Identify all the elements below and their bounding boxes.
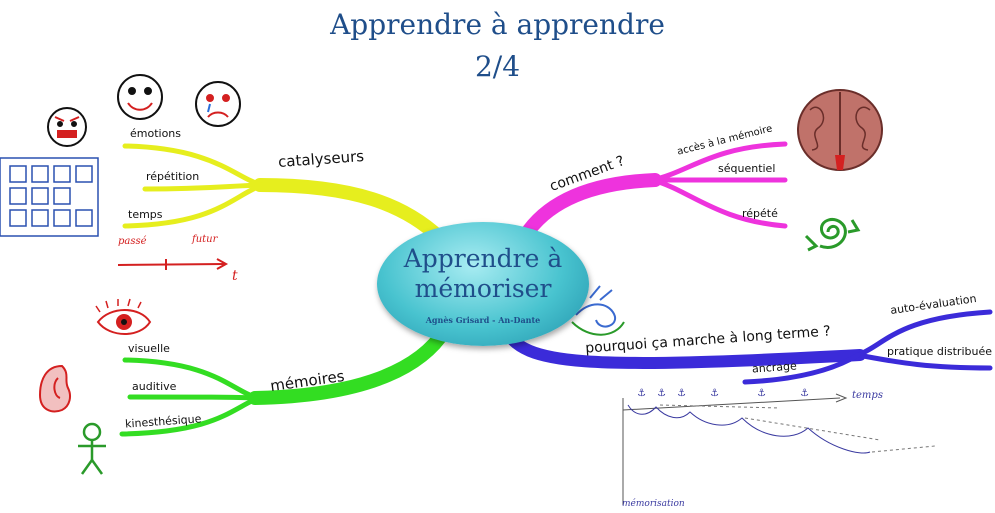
branch-comment-leaf-repete bbox=[649, 177, 788, 229]
leaf-pratique-distribuee[interactable]: pratique distribuée bbox=[887, 345, 992, 358]
center-node-author: Agnès Grisard - An-Dante bbox=[425, 315, 541, 325]
leaf-repete[interactable]: répété bbox=[742, 207, 778, 220]
branch-memoires-leaf-auditive bbox=[127, 394, 261, 401]
center-node[interactable]: Apprendre à mémoriser Agnès Grisard - An… bbox=[377, 222, 589, 346]
center-title-line1: Apprendre à bbox=[403, 244, 563, 273]
page-title: Apprendre à apprendre bbox=[330, 8, 665, 41]
page-subtitle: 2/4 bbox=[474, 50, 521, 83]
leaf-temps[interactable]: temps bbox=[128, 208, 163, 221]
svg-text:⚓: ⚓ bbox=[657, 388, 666, 399]
leaf-emotions[interactable]: émotions bbox=[130, 127, 182, 140]
svg-text:⚓: ⚓ bbox=[757, 388, 766, 399]
branch-catalyseurs-leaf-repetition bbox=[142, 182, 265, 192]
ear-icon bbox=[38, 364, 71, 413]
calendar-icon bbox=[0, 157, 99, 237]
branch-memoires-trunk bbox=[248, 323, 452, 405]
branch-comment-leaf-acces bbox=[649, 141, 788, 183]
center-node-title: Apprendre à mémoriser bbox=[377, 244, 589, 304]
branch-memoires-leaf-kinesthesique bbox=[119, 395, 261, 437]
memory-graph-memorisation-label: mémorisation bbox=[622, 499, 685, 509]
branch-catalyseurs-leaf-temps bbox=[122, 182, 265, 229]
branch-comment-trunk bbox=[518, 173, 662, 243]
leaf-auditive[interactable]: auditive bbox=[132, 380, 177, 393]
branch-catalyseurs-trunk bbox=[253, 178, 447, 245]
brain-icon bbox=[797, 89, 883, 171]
sad-face-icon bbox=[195, 81, 241, 127]
svg-text:⚓: ⚓ bbox=[637, 388, 646, 399]
timeline-t-label: t bbox=[232, 268, 238, 284]
svg-text:⚓: ⚓ bbox=[710, 388, 719, 399]
branch-pourquoi-leaf-auto bbox=[855, 309, 993, 358]
memory-graph-temps-label: temps bbox=[852, 390, 883, 401]
branch-pourquoi-leaf-ancrage bbox=[742, 352, 861, 385]
branch-catalyseurs-leaf-emotions bbox=[122, 143, 265, 188]
branch-pourquoi-leaf-pratique bbox=[855, 352, 993, 371]
angry-face-icon bbox=[47, 107, 87, 147]
svg-text:⚓: ⚓ bbox=[800, 388, 809, 399]
timeline-passe-label: passé bbox=[118, 236, 147, 247]
memory-graph bbox=[622, 393, 936, 505]
center-title-line2: mémoriser bbox=[414, 274, 552, 303]
eye-icon bbox=[95, 298, 152, 335]
anchor-icons: ⚓ ⚓ ⚓ ⚓ ⚓ ⚓ bbox=[637, 388, 809, 399]
leaf-visuelle[interactable]: visuelle bbox=[128, 342, 170, 355]
waves-icon bbox=[571, 285, 625, 336]
timeline-arrow bbox=[117, 258, 229, 270]
timeline-futur-label: futur bbox=[192, 234, 218, 245]
branch-memoires-leaf-visuelle bbox=[122, 357, 261, 401]
svg-text:⚓: ⚓ bbox=[677, 388, 686, 399]
leaf-repetition[interactable]: répétition bbox=[146, 170, 200, 183]
leaf-sequentiel[interactable]: séquentiel bbox=[718, 162, 776, 175]
stick-figure-icon bbox=[78, 422, 106, 475]
spiral-icon bbox=[804, 217, 861, 252]
happy-face-icon bbox=[117, 74, 163, 120]
